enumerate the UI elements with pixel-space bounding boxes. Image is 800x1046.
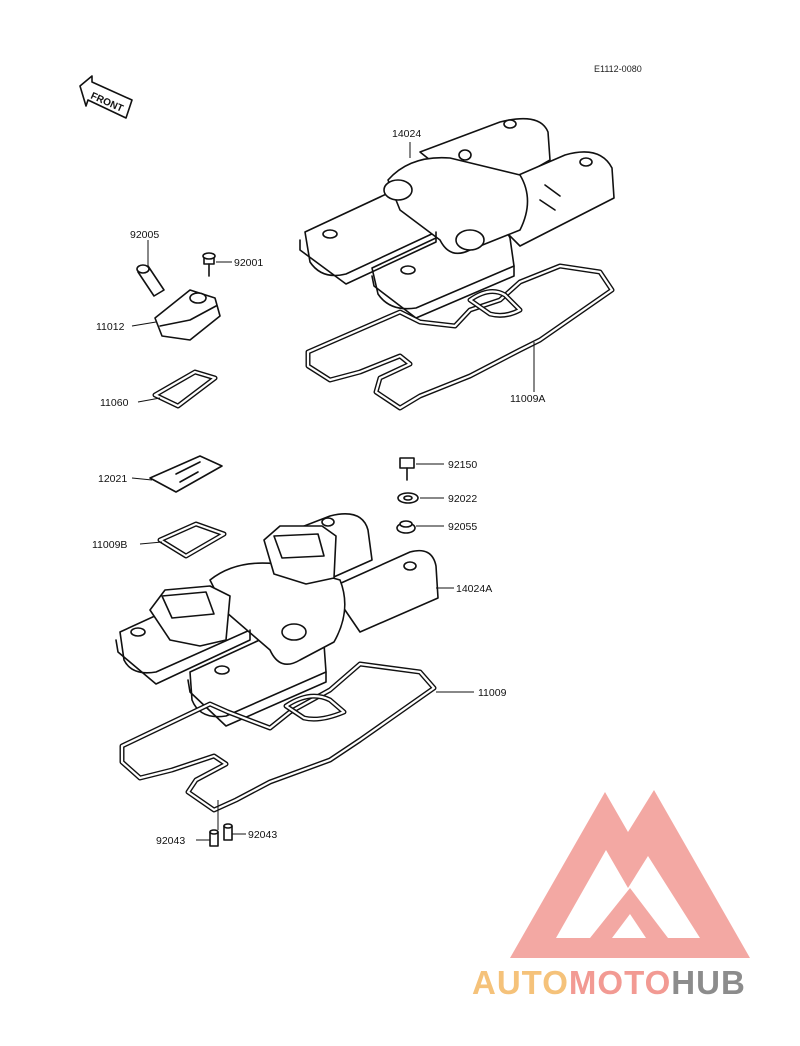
- automotohub-logo: AUTOMOTOHUB: [472, 790, 750, 1001]
- dowel-pin-92043-right: [223, 823, 233, 841]
- grommet-92055: [396, 520, 416, 534]
- plate-12021: [149, 455, 223, 493]
- part-label-92043-left: 92043: [156, 835, 185, 847]
- cap-92005: [136, 264, 165, 297]
- part-labels: 14024 92005 92001 11012 11060 11009A 120…: [92, 128, 545, 847]
- part-label-11060: 11060: [100, 397, 129, 409]
- bolt-92150: [399, 457, 415, 481]
- logo-moto-text: MOTO: [569, 964, 671, 1001]
- part-label-11009: 11009: [478, 687, 507, 699]
- cylinder-head-cover-upper: [299, 117, 615, 319]
- logo-hub-text: HUB: [671, 964, 746, 1001]
- gasket-11009: [119, 661, 437, 813]
- part-label-11009a: 11009A: [510, 393, 545, 405]
- part-label-92022: 92022: [448, 493, 477, 505]
- dowel-pin-92043-left: [209, 829, 219, 847]
- part-label-92055: 92055: [448, 521, 477, 533]
- cylinder-head-cover-lower: [115, 513, 439, 727]
- gasket-11060: [152, 369, 218, 409]
- part-label-92150: 92150: [448, 459, 477, 471]
- part-label-92005: 92005: [130, 229, 159, 241]
- logo-auto-text: AUTO: [472, 964, 569, 1001]
- part-label-14024a: 14024A: [456, 583, 492, 595]
- part-label-92043-right: 92043: [248, 829, 277, 841]
- bolt-92001: [202, 252, 216, 277]
- reference-code: E1112-0080: [594, 64, 642, 74]
- part-label-14024: 14024: [392, 128, 421, 140]
- triangle-logo-icon: [510, 790, 750, 958]
- front-arrow-icon: FRONT: [79, 75, 133, 119]
- leader-lines: [131, 142, 535, 841]
- washer-92022: [397, 492, 419, 504]
- gasket-11009a: [305, 263, 615, 411]
- part-label-11012: 11012: [96, 321, 125, 333]
- part-label-12021: 12021: [98, 473, 127, 485]
- part-label-92001: 92001: [234, 257, 263, 269]
- breather-cover-11012: [154, 289, 221, 341]
- gasket-11009b: [157, 521, 227, 559]
- svg-text:AUTOMOTOHUB: AUTOMOTOHUB: [472, 964, 746, 1001]
- part-label-11009b: 11009B: [92, 539, 127, 551]
